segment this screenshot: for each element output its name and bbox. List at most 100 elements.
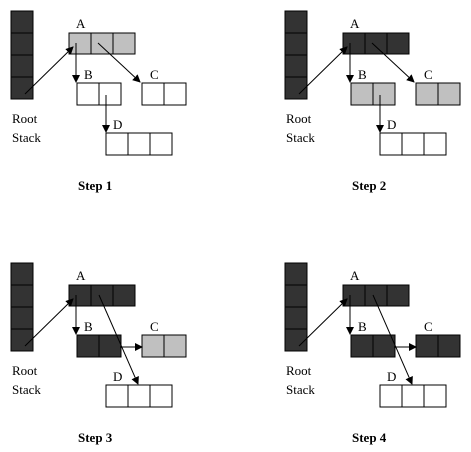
root-stack-cell-2 [284, 32, 308, 56]
root-stack-cell-3 [10, 54, 34, 78]
node-d-cell-1 [379, 132, 403, 156]
step-title: Step 4 [352, 430, 387, 445]
node-d-cell-3 [149, 384, 173, 408]
node-d [379, 132, 447, 156]
node-d-cell-3 [423, 384, 447, 408]
root-stack [284, 262, 308, 352]
pointer-a-to-c [371, 42, 415, 83]
node-a [342, 32, 410, 55]
node-b-cell-1 [350, 334, 374, 358]
root-label-line1: Root [286, 363, 312, 378]
node-c-cell-2 [163, 334, 187, 358]
node-c-cell-1 [415, 334, 439, 358]
node-c-cell-2 [163, 82, 187, 106]
node-b-cell-1 [350, 82, 374, 106]
node-c-cell-2 [437, 82, 461, 106]
root-stack-cell-1 [10, 10, 34, 34]
root-stack-cell-2 [284, 284, 308, 308]
root-stack-cell-2 [10, 284, 34, 308]
node-b [350, 334, 396, 358]
root-stack-cell-3 [284, 306, 308, 330]
node-c-cell-1 [141, 334, 165, 358]
node-a-cell-1 [68, 32, 92, 55]
node-b-cell-2 [372, 82, 396, 106]
node-d-cell-2 [127, 132, 151, 156]
root-stack-cell-3 [10, 306, 34, 330]
node-a [342, 284, 410, 307]
root-stack-cell-4 [10, 328, 34, 352]
node-d-label: D [113, 117, 122, 132]
node-c [415, 82, 461, 106]
root-label-line1: Root [286, 111, 312, 126]
node-c-label: C [150, 319, 159, 334]
root-stack [284, 10, 308, 100]
node-d [379, 384, 447, 408]
node-c-cell-2 [437, 334, 461, 358]
node-b-cell-2 [98, 82, 122, 106]
step-title: Step 2 [352, 178, 386, 193]
node-c-cell-1 [415, 82, 439, 106]
node-b-label: B [84, 319, 93, 334]
node-d [105, 384, 173, 408]
node-d-cell-3 [149, 132, 173, 156]
step-title: Step 3 [78, 430, 113, 445]
node-d-cell-1 [105, 384, 129, 408]
node-c-cell-1 [141, 82, 165, 106]
node-d-label: D [387, 369, 396, 384]
node-a-label: A [350, 16, 360, 31]
step-title: Step 1 [78, 178, 112, 193]
node-b-label: B [358, 67, 367, 82]
node-a-label: A [76, 268, 86, 283]
node-a-cell-3 [112, 32, 136, 55]
node-a-cell-3 [386, 32, 410, 55]
node-a-cell-3 [112, 284, 136, 307]
root-stack [10, 262, 34, 352]
node-c-label: C [424, 319, 433, 334]
root-stack-cell-1 [10, 262, 34, 286]
node-c-label: C [150, 67, 159, 82]
pointer-stack-to-a [24, 298, 74, 347]
node-a [68, 32, 136, 55]
pointer-stack-to-a [24, 46, 74, 95]
node-b [350, 82, 396, 106]
root-stack [10, 10, 34, 100]
node-d-cell-2 [127, 384, 151, 408]
node-b [76, 334, 122, 358]
node-d-cell-2 [401, 384, 425, 408]
node-a-cell-2 [90, 32, 114, 55]
node-a-label: A [76, 16, 86, 31]
node-b-cell-1 [76, 82, 100, 106]
node-d-cell-3 [423, 132, 447, 156]
node-b-label: B [84, 67, 93, 82]
pointer-stack-to-a [298, 298, 348, 347]
root-label-line2: Stack [12, 130, 41, 145]
pointer-stack-to-a [298, 46, 348, 95]
pointer-b-to-d [372, 294, 413, 385]
root-stack-cell-4 [284, 76, 308, 100]
node-b-label: B [358, 319, 367, 334]
root-stack-cell-1 [284, 262, 308, 286]
root-stack-cell-2 [10, 32, 34, 56]
node-a [68, 284, 136, 307]
node-c [141, 82, 187, 106]
node-d-cell-1 [105, 132, 129, 156]
pointer-a-to-c [97, 42, 141, 83]
root-label-line1: Root [12, 111, 38, 126]
node-a-cell-1 [342, 32, 366, 55]
root-stack-cell-4 [10, 76, 34, 100]
pointer-b-to-d [98, 294, 139, 385]
node-a-label: A [350, 268, 360, 283]
root-label-line2: Stack [286, 130, 315, 145]
root-stack-cell-3 [284, 54, 308, 78]
node-a-cell-3 [386, 284, 410, 307]
node-d-cell-1 [379, 384, 403, 408]
node-c [415, 334, 461, 358]
node-a-cell-1 [342, 284, 366, 307]
root-stack-cell-1 [284, 10, 308, 34]
node-a-cell-1 [68, 284, 92, 307]
root-label-line1: Root [12, 363, 38, 378]
